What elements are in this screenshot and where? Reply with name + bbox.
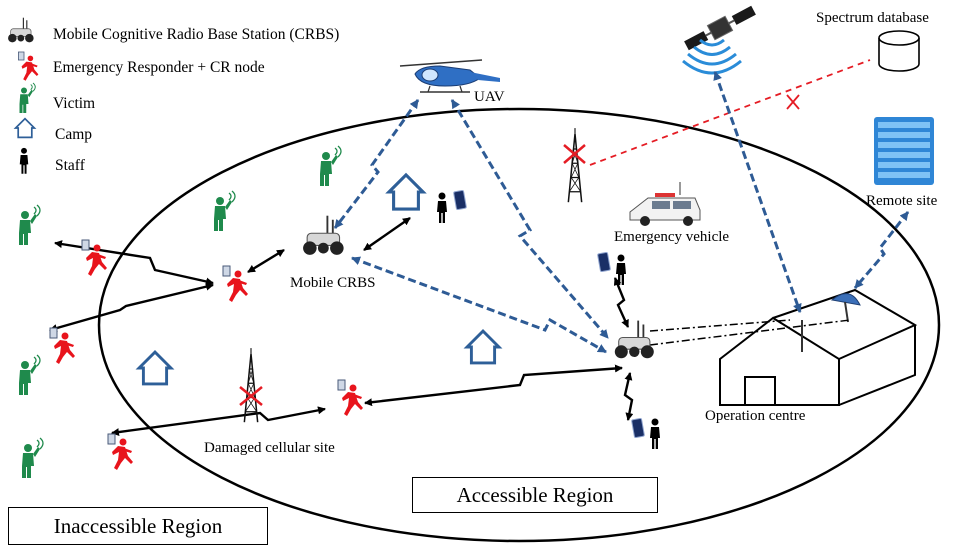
robot-crbs-icon (7, 17, 35, 43)
inaccessible-region-label: Inaccessible Region (8, 507, 268, 545)
staff-icon (19, 147, 29, 174)
responder-icon (107, 433, 134, 471)
tower-icon (567, 127, 583, 203)
mobile-crbs-label: Mobile CRBS (290, 275, 375, 291)
camp-icon (137, 350, 173, 386)
accessible-region-label: Accessible Region (412, 477, 658, 513)
operation-centre-label: Operation centre (705, 408, 806, 424)
tablet-icon (597, 251, 611, 273)
victim-icon (21, 437, 44, 479)
responder-icon (17, 51, 39, 82)
staff-icon (650, 418, 660, 449)
mobile-crbs-icon (302, 214, 345, 256)
link-break-mark-icon (786, 94, 800, 110)
uav-label: UAV (474, 89, 505, 105)
tablet-icon (631, 417, 645, 439)
camp-icon (465, 329, 501, 365)
legend-responder-label: Emergency Responder + CR node (53, 59, 265, 76)
blue-wireless-links (333, 71, 910, 354)
victim-icon (18, 354, 41, 396)
legend-staff-label: Staff (55, 157, 86, 174)
main-crbs-icon (613, 319, 655, 360)
server-icon (874, 117, 934, 185)
legend-victim-label: Victim (53, 95, 95, 112)
victim-icon (18, 204, 41, 246)
responder-icon (49, 327, 76, 365)
victim-icon (319, 145, 342, 187)
damage-cross-icon (563, 144, 586, 164)
tablet-icon (453, 189, 467, 211)
camp-icon (387, 173, 425, 211)
operation-centre-link (649, 319, 851, 346)
victim-icon (19, 82, 36, 114)
spectrum-database-label: Spectrum database (816, 10, 929, 26)
legend-camp-label: Camp (55, 126, 92, 143)
failed-database-link (589, 59, 871, 166)
damage-cross-icon (239, 386, 263, 406)
legend: Mobile Cognitive Radio Base Station (CRB… (7, 17, 339, 174)
helicopter-icon (399, 59, 500, 93)
legend-crbs-label: Mobile Cognitive Radio Base Station (CRB… (53, 26, 339, 43)
vehicle-icon (629, 182, 701, 226)
victim-icon (213, 190, 236, 232)
black-wireless-links (49, 217, 634, 437)
dish-icon (830, 293, 861, 323)
emergency-vehicle-label: Emergency vehicle (614, 229, 729, 245)
database-icon (878, 30, 920, 72)
building-icon (719, 288, 918, 406)
staff-icon (437, 192, 447, 223)
remote-site-label: Remote site (866, 193, 938, 209)
responder-icon (337, 379, 364, 417)
responder-icon (81, 239, 108, 277)
camp-icon (14, 117, 36, 139)
staff-icon (616, 254, 626, 285)
satellite-icon (682, 5, 756, 75)
damaged-cellular-site-label: Damaged cellular site (204, 440, 335, 456)
damaged-tower-icon (243, 347, 259, 423)
responder-icon (222, 265, 249, 303)
